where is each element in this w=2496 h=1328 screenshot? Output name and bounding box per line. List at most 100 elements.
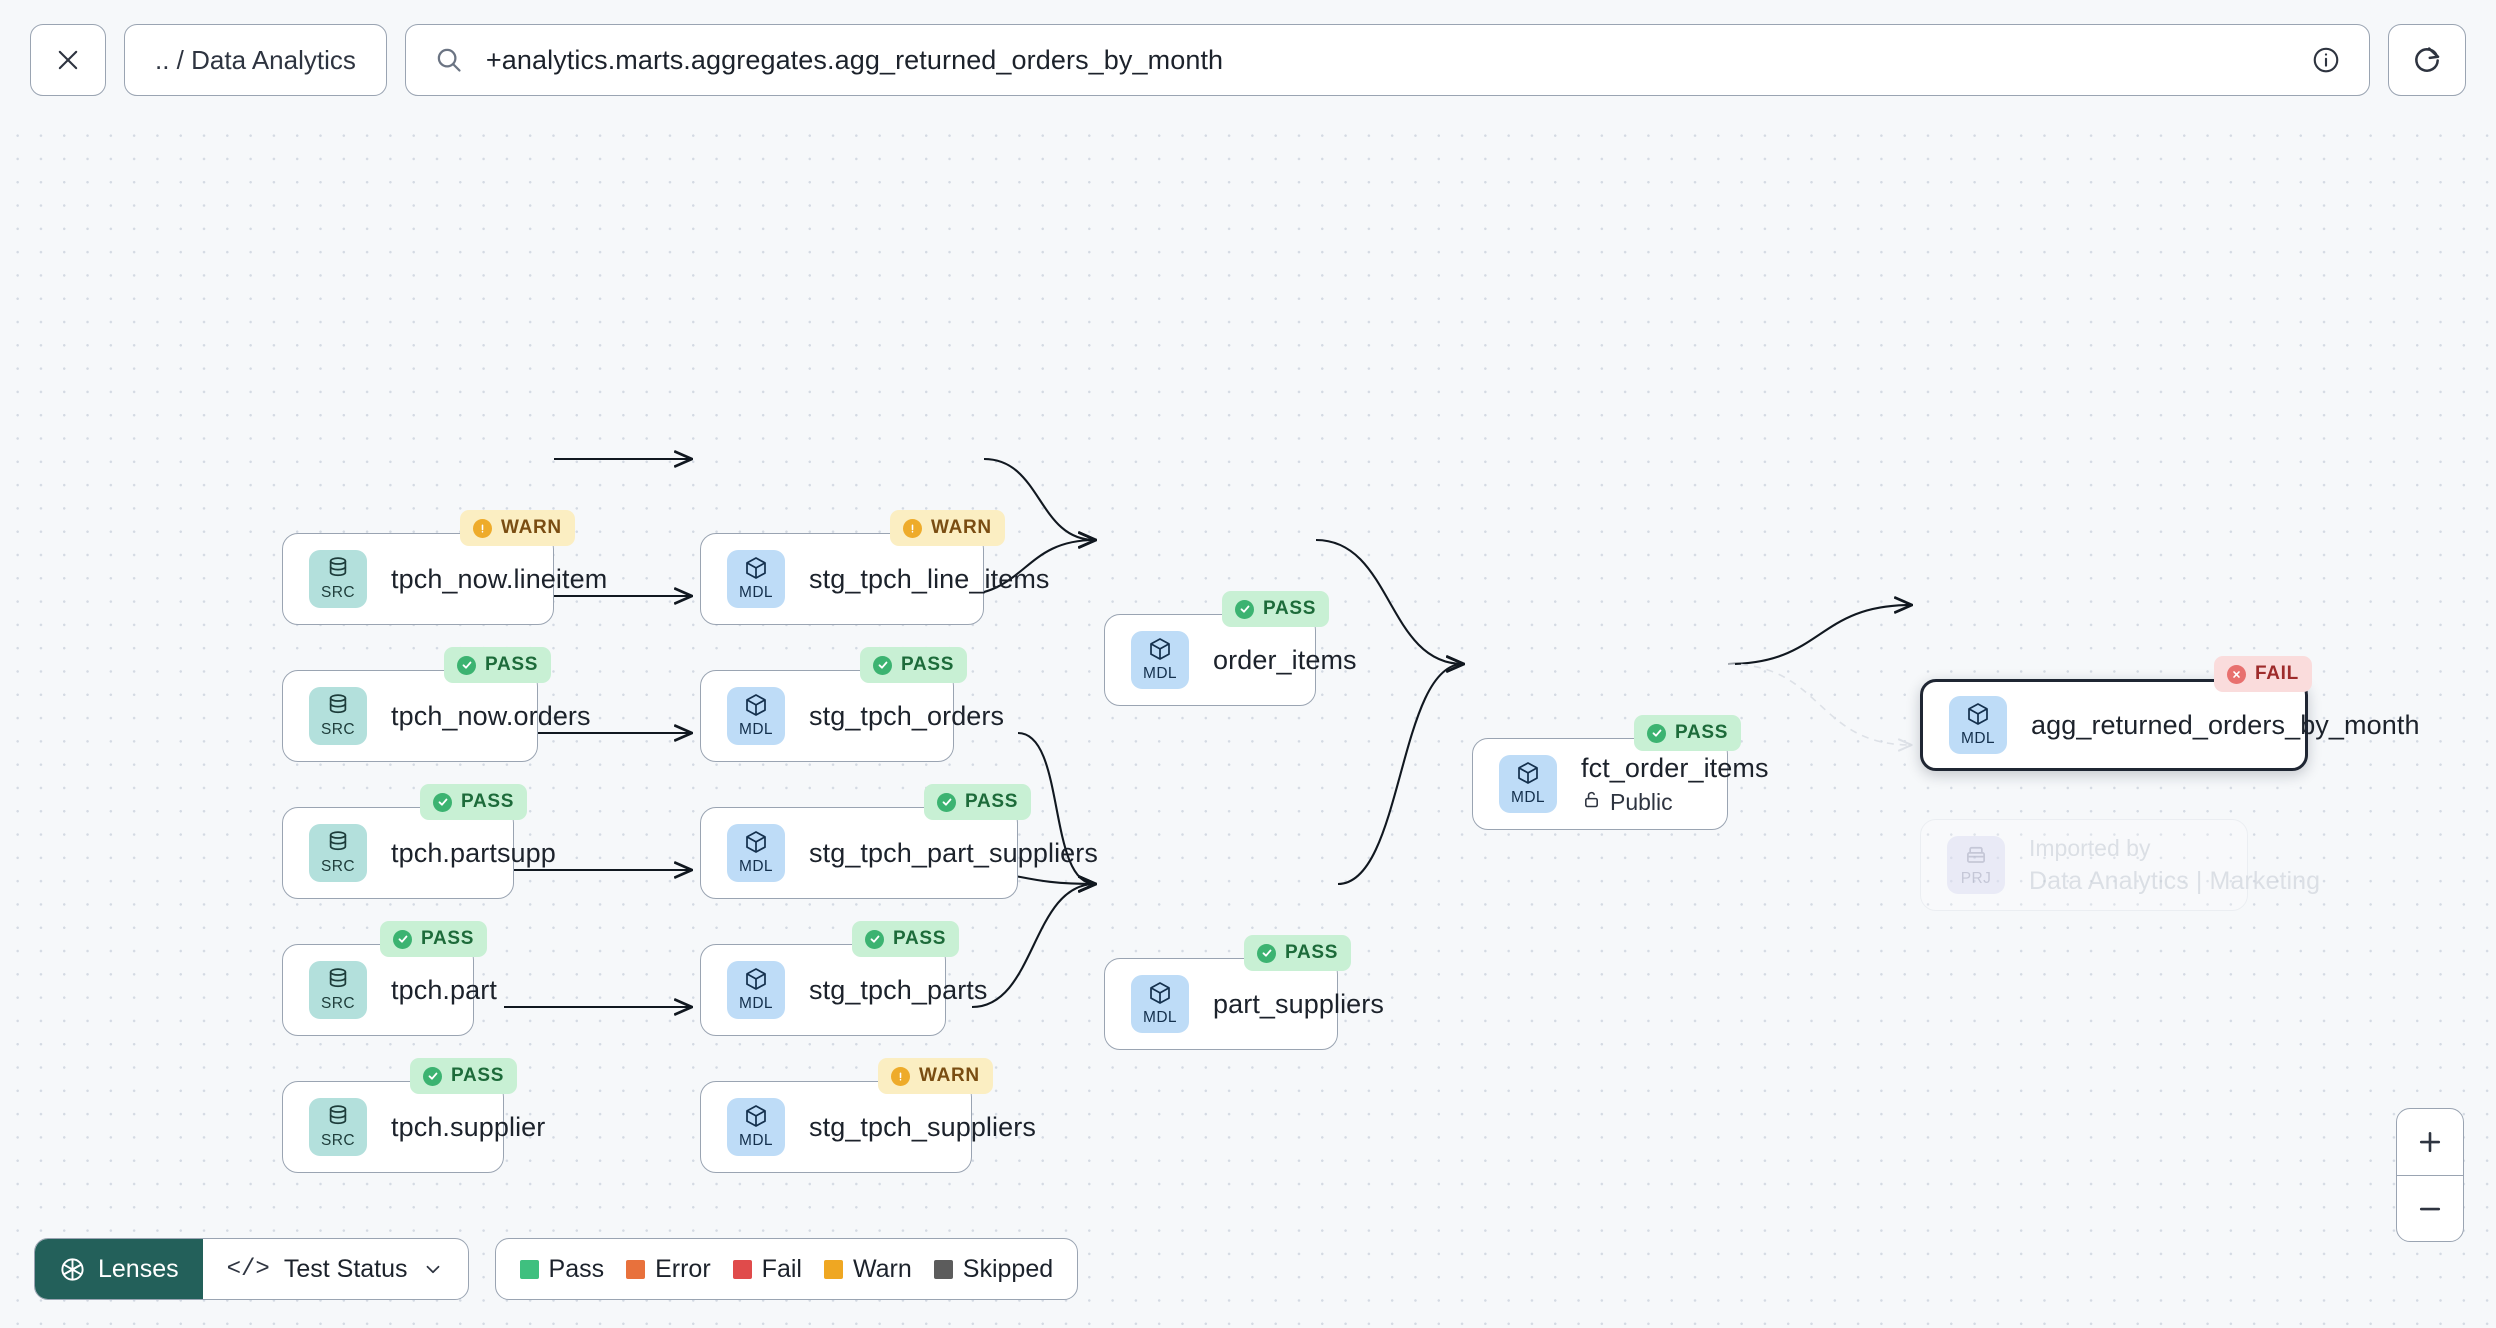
node-label: Data Analytics | Marketing	[2029, 866, 2321, 895]
node-label: stg_tpch_orders	[809, 700, 1005, 731]
node-text: stg_tpch_parts	[809, 974, 988, 1006]
status-badge-pass[interactable]: PASS	[852, 921, 960, 957]
node-label: tpch_now.orders	[391, 700, 591, 731]
legend-item-skipped[interactable]: Skipped	[933, 1254, 1054, 1284]
status-badge-pass[interactable]: PASS	[380, 921, 488, 957]
zoom-in-button[interactable]	[2397, 1109, 2463, 1175]
status-badge-pass[interactable]: PASS	[1222, 591, 1330, 627]
status-badge-warn[interactable]: WARN	[460, 510, 575, 546]
status-badge-label: PASS	[451, 1065, 505, 1086]
status-badge-pass[interactable]: PASS	[410, 1058, 518, 1094]
legend-swatch	[519, 1259, 539, 1279]
status-badge-pass[interactable]: PASS	[860, 647, 968, 683]
status-badge-pass[interactable]: PASS	[1244, 935, 1352, 971]
graph-node-part_suppliers[interactable]: MDL part_suppliers	[1104, 958, 1384, 1050]
node-type-badge-mdl: MDL	[1131, 975, 1189, 1033]
check-icon	[873, 655, 892, 675]
legend-swatch	[626, 1259, 646, 1279]
legend-item-error[interactable]: Error	[626, 1255, 711, 1284]
cube-icon	[1147, 638, 1173, 662]
node-type-badge-mdl: MDL	[727, 824, 785, 882]
status-badge-pass[interactable]: PASS	[444, 647, 552, 683]
node-type-badge-mdl: MDL	[1499, 755, 1557, 813]
node-label: stg_tpch_suppliers	[809, 1111, 1036, 1142]
node-label: fct_order_items	[1581, 752, 1769, 783]
lenses-button[interactable]: Lenses	[35, 1239, 203, 1299]
status-badge-warn[interactable]: WARN	[878, 1058, 993, 1094]
check-icon	[1257, 943, 1276, 963]
zoom-out-button[interactable]	[2397, 1175, 2463, 1241]
cube-icon	[1147, 982, 1173, 1006]
node-label: part_suppliers	[1213, 988, 1384, 1019]
project-icon	[1963, 843, 1989, 867]
node-label: agg_returned_orders_by_month	[2031, 709, 2420, 740]
lenses-label: Lenses	[98, 1254, 179, 1283]
check-icon	[393, 929, 412, 949]
database-icon	[325, 694, 351, 718]
legend-item-fail[interactable]: Fail	[732, 1255, 802, 1284]
node-text: part_suppliers	[1213, 988, 1384, 1020]
code-icon: </>	[226, 1255, 270, 1283]
lens-select[interactable]: </> Test Status	[203, 1239, 468, 1299]
legend-swatch	[933, 1259, 953, 1279]
node-text: stg_tpch_part_suppliers	[809, 837, 1098, 869]
status-badge-label: PASS	[1675, 722, 1729, 743]
graph-node-agg_returned[interactable]: MDL agg_returned_orders_by_month	[1920, 679, 2420, 771]
graph-node-order_items[interactable]: MDL order_items	[1104, 614, 1357, 706]
node-supertitle: Imported by	[2029, 834, 2151, 861]
legend-item-warn[interactable]: Warn	[823, 1254, 912, 1284]
info-icon[interactable]	[2311, 45, 2341, 75]
lenses-group: Lenses </> Test Status	[34, 1238, 469, 1300]
legend-label: Warn	[852, 1254, 912, 1283]
legend-label: Skipped	[962, 1254, 1054, 1283]
node-type-label: MDL	[1961, 730, 1995, 748]
status-badge-warn[interactable]: WARN	[890, 510, 1005, 546]
status-badge-fail[interactable]: FAIL	[2214, 656, 2312, 692]
top-toolbar: .. / Data Analytics +analytics.marts.agg…	[0, 0, 2496, 120]
node-type-label: MDL	[1143, 1009, 1177, 1027]
breadcrumb-button[interactable]: .. / Data Analytics	[124, 24, 387, 96]
node-label: stg_tpch_parts	[809, 974, 988, 1005]
zoom-controls	[2396, 1108, 2464, 1242]
graph-node-stg_orders[interactable]: MDL stg_tpch_orders	[700, 670, 1005, 762]
status-badge-label: WARN	[919, 1065, 980, 1086]
graph-node-stg_part_supp[interactable]: MDL stg_tpch_part_suppliers	[700, 807, 1098, 899]
graph-node-stg_line_items[interactable]: MDL stg_tpch_line_items	[700, 533, 1050, 625]
status-badge-label: PASS	[485, 654, 539, 675]
status-badge-label: WARN	[501, 517, 562, 538]
legend-swatch	[823, 1259, 843, 1279]
legend-item-pass[interactable]: Pass	[519, 1255, 604, 1284]
status-badge-pass[interactable]: PASS	[420, 784, 528, 820]
refresh-button[interactable]	[2388, 24, 2466, 96]
bottom-toolbar: Lenses </> Test Status Pass Error Fail Warn…	[34, 1238, 1079, 1300]
close-button[interactable]	[30, 24, 106, 96]
node-label: stg_tpch_line_items	[809, 563, 1050, 594]
node-text: agg_returned_orders_by_month	[2031, 709, 2420, 741]
search-input-value[interactable]: +analytics.marts.aggregates.agg_returned…	[485, 44, 1224, 75]
chevron-down-icon	[426, 1265, 439, 1274]
status-badge-pass[interactable]: PASS	[1634, 715, 1742, 751]
search-field[interactable]: +analytics.marts.aggregates.agg_returned…	[404, 24, 2370, 96]
node-label: order_items	[1213, 644, 1357, 675]
check-icon	[457, 655, 476, 675]
node-type-badge-mdl: MDL	[727, 687, 785, 745]
status-badge-pass[interactable]: PASS	[924, 784, 1032, 820]
cube-icon	[743, 694, 769, 718]
node-type-label: SRC	[321, 858, 355, 876]
node-type-badge-mdl: MDL	[727, 550, 785, 608]
cube-icon	[743, 968, 769, 992]
node-label: stg_tpch_part_suppliers	[809, 837, 1098, 868]
node-type-label: MDL	[739, 1132, 773, 1150]
graph-node-stg_suppliers[interactable]: MDL stg_tpch_suppliers	[700, 1081, 1036, 1173]
node-type-label: MDL	[1143, 665, 1177, 683]
